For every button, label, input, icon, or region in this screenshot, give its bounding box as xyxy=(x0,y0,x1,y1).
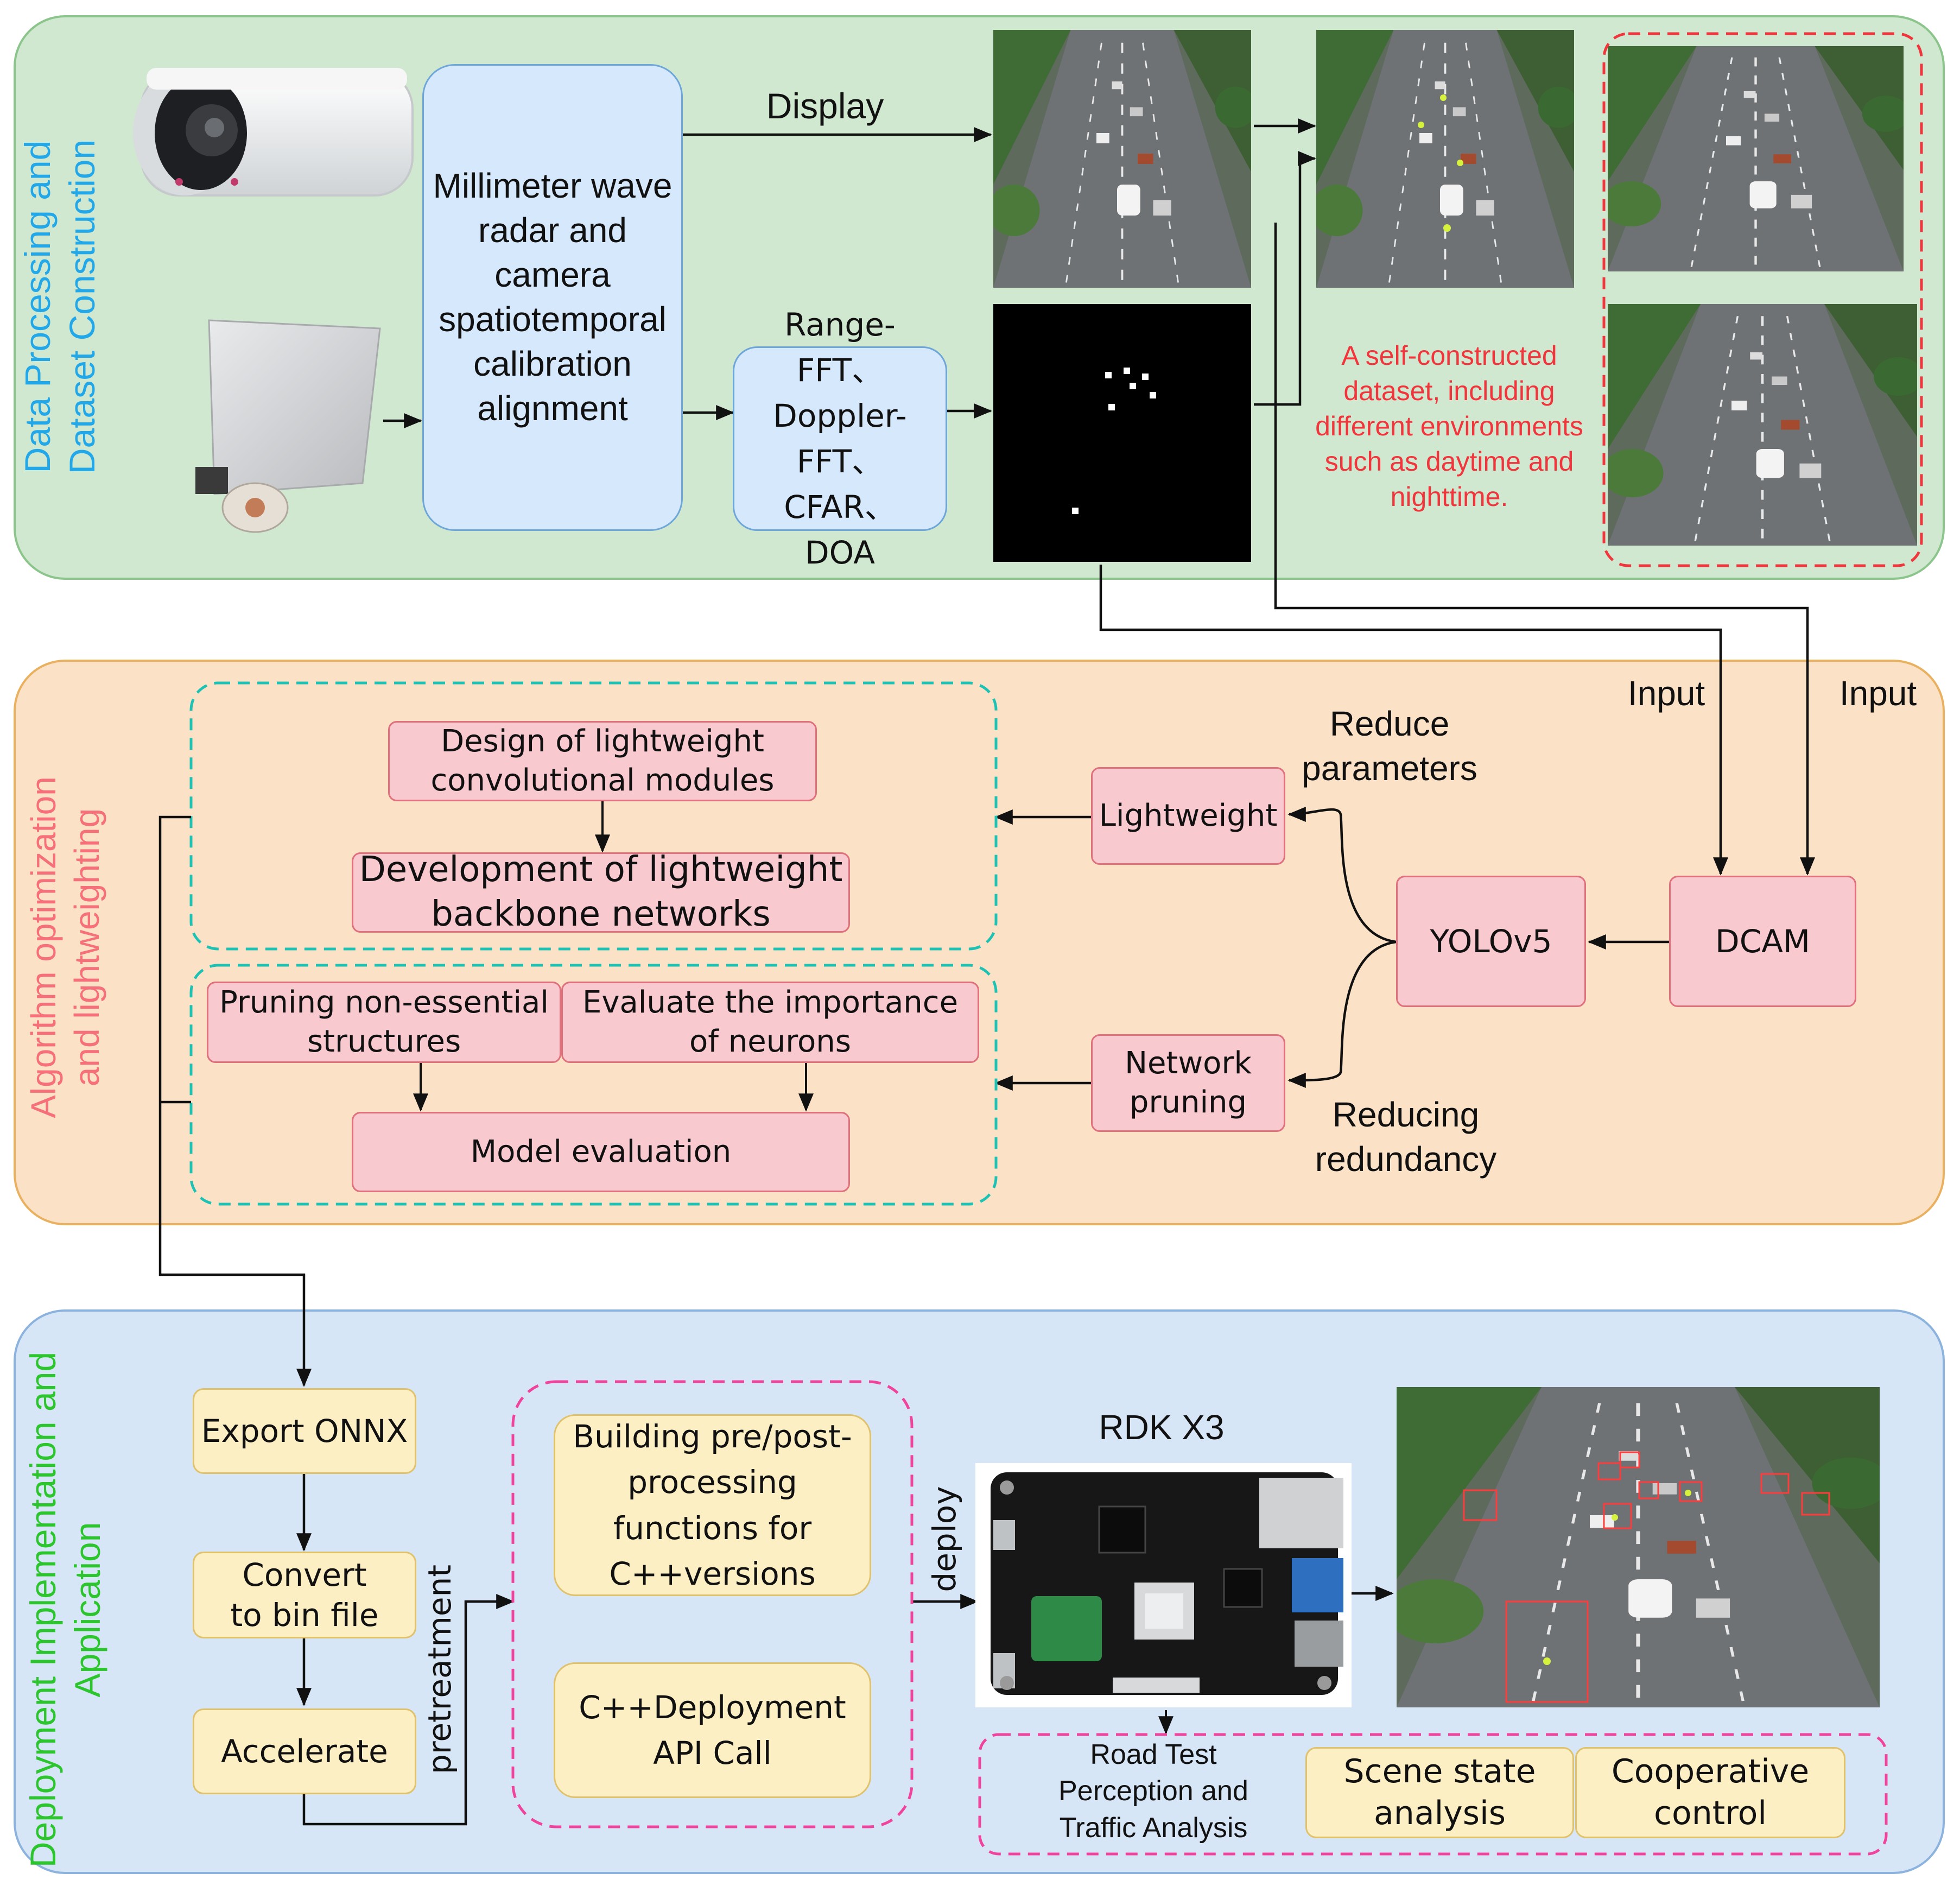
building-functions-box: Building pre/post-processing functions f… xyxy=(554,1414,871,1596)
traffic-photo-icon xyxy=(1387,1387,1889,1707)
dev-board-icon xyxy=(975,1463,1352,1707)
backbone-box: Development of lightweight backbone netw… xyxy=(352,850,850,934)
traffic-photo-icon xyxy=(1602,46,1910,271)
dcam-box: DCAM xyxy=(1669,876,1856,1007)
road-test-label: Road Test Perception and Traffic Analysi… xyxy=(1058,1738,1248,1844)
input-label-1: Input xyxy=(1627,673,1705,713)
reduce-redundancy-label: Reducing redundancy xyxy=(1315,1095,1497,1179)
pruning-box: Pruning non-essential structures xyxy=(207,982,561,1063)
pretreatment-label: pretreatment xyxy=(421,1564,458,1775)
deploy-label: deploy xyxy=(925,1486,963,1592)
yolo-box: YOLOv5 xyxy=(1396,876,1586,1007)
dataset-note: A self-constructed dataset, including di… xyxy=(1315,340,1583,512)
reduce-params-label: Reduce parameters xyxy=(1302,704,1477,788)
accelerate-box: Accelerate xyxy=(193,1708,416,1794)
fft-box: Range-FFT、Doppler-FFT、CFAR、 DOA xyxy=(733,306,947,571)
radar-pointcloud-icon xyxy=(993,304,1251,562)
board-label: RDK X3 xyxy=(1099,1408,1225,1447)
pruning-group xyxy=(189,964,998,1206)
traffic-photo-icon xyxy=(1311,30,1580,288)
traffic-photo-icon xyxy=(988,30,1257,288)
input-label-2: Input xyxy=(1839,673,1917,713)
display-label: Display xyxy=(766,85,884,126)
scene-analysis-box: Scene state analysis xyxy=(1305,1747,1574,1838)
network-pruning-box: Network pruning xyxy=(1091,1034,1285,1132)
cooperative-control-box: Cooperative control xyxy=(1575,1747,1845,1838)
lightweight-design-group xyxy=(189,681,998,951)
model-eval-box: Model evaluation xyxy=(352,1112,850,1192)
convert-bin-box: Convert to bin file xyxy=(193,1552,416,1638)
design-box: Design of lightweight convolutional modu… xyxy=(388,721,817,801)
radar-icon xyxy=(195,319,381,533)
cpp-api-box: C++Deployment API Call xyxy=(554,1662,871,1798)
camera-icon xyxy=(133,68,414,197)
dataset-group xyxy=(1602,32,1923,567)
calibration-box: Millimeter wave radar and camera spatiot… xyxy=(422,64,683,531)
cpp-group xyxy=(511,1380,914,1828)
evaluate-box: Evaluate the importance of neurons xyxy=(561,982,979,1063)
export-onnx-box: Export ONNX xyxy=(193,1388,416,1474)
traffic-photo-icon xyxy=(1602,304,1924,546)
application-group xyxy=(978,1733,1888,1856)
lightweight-box: Lightweight xyxy=(1091,767,1285,865)
